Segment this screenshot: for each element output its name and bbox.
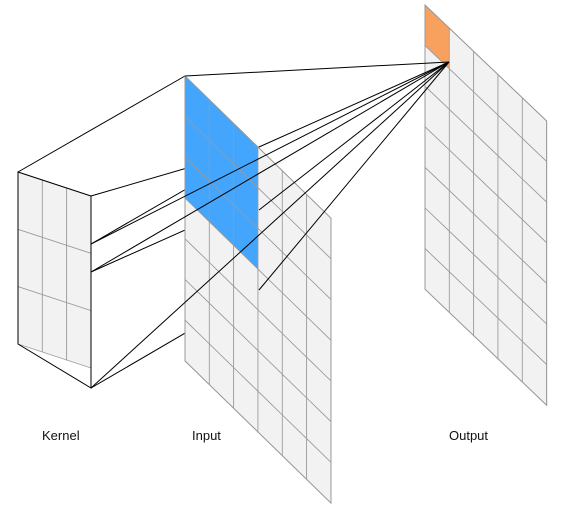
input-outline: [184, 74, 332, 505]
projection-line: [90, 61, 450, 389]
projection-lines: [90, 61, 450, 389]
kernel-cell: [17, 286, 43, 353]
kernel-cell: [66, 187, 92, 254]
input-grid: [184, 74, 332, 505]
kernel-cell: [66, 302, 92, 369]
kernel-cell: [41, 294, 68, 361]
kernel-label: Kernel: [42, 428, 80, 443]
projection-line: [258, 61, 450, 291]
output-grid: [424, 3, 548, 407]
kernel-top-edge: [17, 75, 186, 173]
input-label: Input: [192, 428, 221, 443]
kernel-cell: [41, 179, 68, 246]
projection-line: [258, 61, 450, 211]
projection-line: [258, 61, 450, 148]
projection-line: [90, 61, 450, 273]
projection-line: [184, 61, 450, 77]
kernel-cell: [66, 244, 92, 312]
output-label: Output: [449, 428, 489, 443]
kernel-cell: [17, 171, 43, 238]
output-outline: [424, 3, 548, 407]
projection-line: [90, 61, 450, 245]
kernel-cell: [17, 228, 43, 296]
kernel-cell: [41, 236, 68, 304]
